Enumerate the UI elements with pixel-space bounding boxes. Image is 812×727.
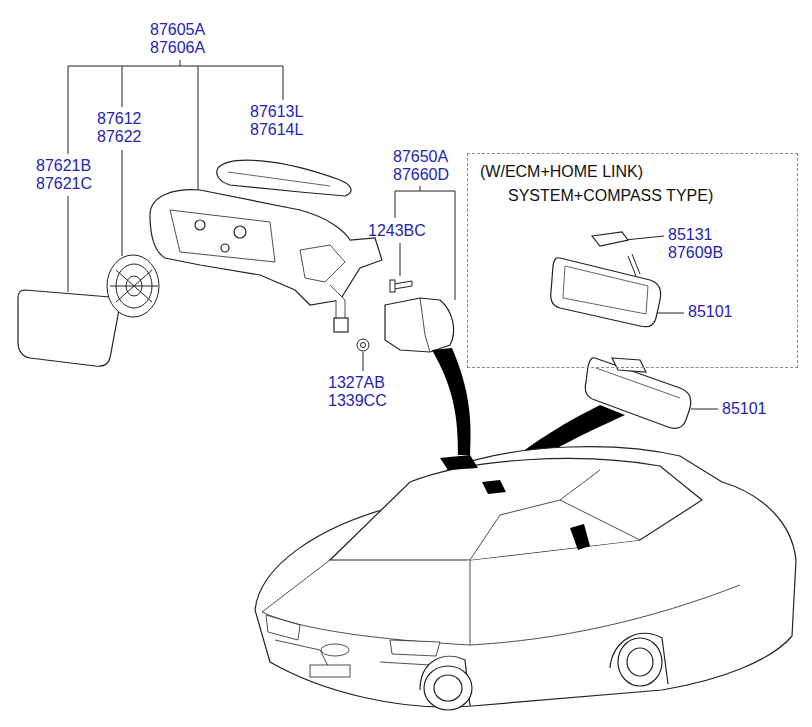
part-number: 1243BC	[368, 222, 426, 240]
base-cover	[385, 298, 454, 352]
leader-line	[363, 352, 364, 371]
part-number: 1327AB	[328, 374, 385, 392]
mirror-housing	[150, 190, 382, 305]
location-pointer	[440, 455, 590, 550]
car-body	[434, 675, 462, 701]
mirror-actuator	[107, 255, 159, 317]
inside-mirror	[612, 358, 646, 372]
car-body	[390, 640, 440, 656]
mirror-housing	[221, 244, 229, 252]
mirror-housing	[150, 190, 382, 332]
car-body	[470, 585, 740, 645]
base-cover	[420, 298, 430, 352]
inside-mirror-ecm	[592, 232, 628, 246]
mirror-housing	[300, 245, 345, 282]
leader-line	[625, 236, 664, 240]
part-number: 87650A	[393, 148, 448, 166]
inside-mirror-ecm	[551, 258, 661, 327]
leader-line	[400, 243, 401, 276]
screw	[394, 281, 412, 289]
part-number: 85101	[688, 303, 733, 321]
car-body	[560, 470, 600, 500]
location-pointer	[482, 480, 506, 494]
part-number: 87613L	[250, 103, 303, 121]
mirror-actuator	[107, 255, 159, 317]
base-cover	[385, 298, 454, 352]
car-body	[266, 615, 300, 640]
part-number: 87621C	[36, 175, 92, 193]
part-number: 85101	[722, 400, 767, 418]
car-body	[321, 644, 349, 656]
part-number: 87609B	[668, 244, 723, 262]
mirror-housing	[334, 318, 348, 332]
car-body	[470, 500, 640, 560]
car-body	[262, 560, 470, 645]
part-number: 87605A	[150, 21, 205, 39]
location-pointer	[570, 524, 590, 550]
car-body	[424, 666, 472, 710]
car-body	[255, 447, 796, 707]
part-number: 1339CC	[328, 392, 387, 410]
inside-mirror-ecm	[551, 232, 661, 327]
option-box: (W/ECM+HOME LINK) SYSTEM+COMPASS TYPE)	[467, 153, 798, 368]
car-body	[330, 459, 702, 560]
option-note: (W/ECM+HOME LINK) SYSTEM+COMPASS TYPE)	[508, 160, 783, 208]
nut	[357, 339, 369, 351]
leader-line	[657, 313, 684, 314]
nut	[357, 339, 369, 351]
mirror-housing	[234, 226, 246, 238]
part-number: 87606A	[150, 39, 205, 57]
mirror-glass	[18, 290, 119, 366]
location-pointer	[440, 455, 478, 470]
inside-mirror	[596, 368, 680, 398]
part-number: 87622	[97, 128, 142, 146]
location-pointer	[432, 348, 471, 455]
car-body	[310, 665, 350, 677]
mirror-actuator	[110, 270, 158, 302]
part-number: 85131	[668, 226, 713, 244]
mirror-glass	[18, 290, 119, 366]
mirror-housing	[195, 220, 205, 230]
inside-mirror-ecm	[628, 254, 640, 276]
car-body	[627, 648, 653, 676]
leader-line	[395, 186, 455, 300]
screw	[390, 280, 412, 292]
mirror-housing	[170, 210, 275, 262]
cover-strip	[228, 172, 330, 186]
part-number: 87614L	[250, 121, 303, 139]
part-number: 87660D	[393, 166, 449, 184]
cover-strip	[217, 160, 351, 196]
cover-strip	[217, 160, 351, 196]
screw	[390, 280, 395, 292]
part-number: 87621B	[36, 157, 91, 175]
car-body	[618, 638, 662, 686]
leader-line	[68, 60, 718, 409]
nut	[361, 343, 366, 348]
leader-line	[691, 409, 718, 410]
part-number: 87612	[97, 110, 142, 128]
car-body	[255, 447, 796, 710]
